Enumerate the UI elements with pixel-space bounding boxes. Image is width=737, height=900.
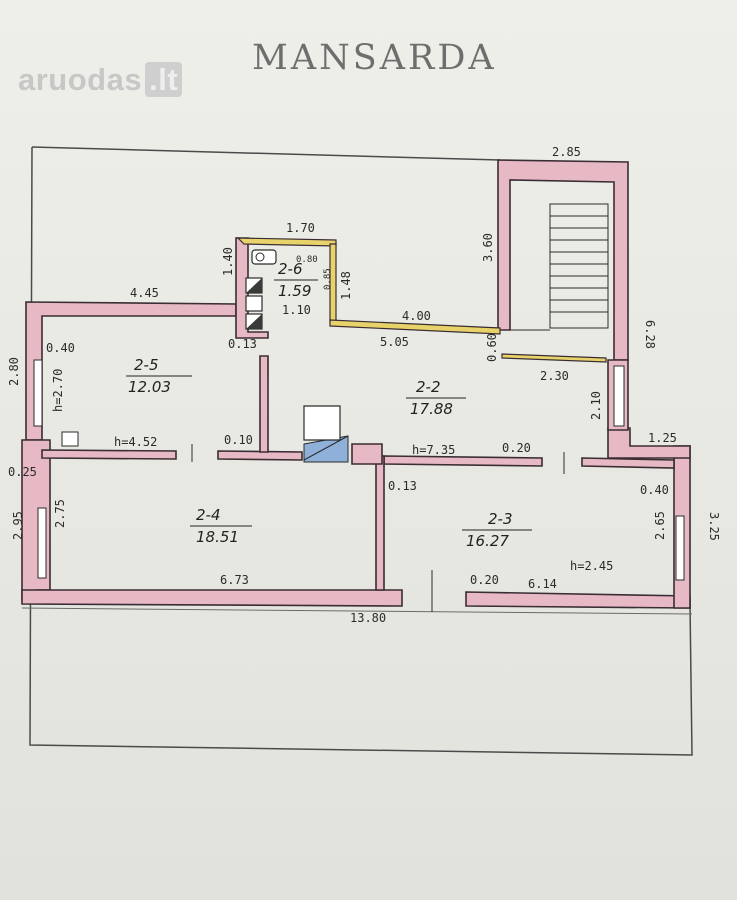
stair-landing-wall xyxy=(501,353,607,363)
bathroom-walls xyxy=(236,237,607,363)
window-right-mid xyxy=(613,365,625,427)
bottom-wall xyxy=(21,589,403,607)
dim-label: 0.20 xyxy=(470,573,499,587)
dim-label: 4.00 xyxy=(402,309,431,323)
middle-wall-left xyxy=(41,449,177,460)
dim-label: 2.30 xyxy=(540,369,569,383)
watermark-logo: aruodas.lt xyxy=(18,62,183,98)
dim-label: 5.05 xyxy=(380,335,409,349)
top-frame-line xyxy=(31,146,501,161)
bathroom-top-wall xyxy=(236,237,337,247)
base-line xyxy=(21,607,693,615)
bathroom-bottom-wall xyxy=(329,319,501,335)
dim-label: 6.28 xyxy=(643,320,657,349)
dim-label: 2.85 xyxy=(552,145,581,159)
dim-label: 0.60 xyxy=(485,333,499,362)
watermark-tld: .lt xyxy=(145,62,183,97)
room-2-6-code: 2-6 xyxy=(278,260,303,278)
bottom-right-wall xyxy=(465,591,691,609)
room-2-4-code: 2-4 xyxy=(196,506,221,524)
dim-label: 6.14 xyxy=(528,577,557,591)
middle-wall-far xyxy=(581,457,675,469)
dim-label: 0.85 xyxy=(323,268,333,290)
dim-label: 0.80 xyxy=(296,255,318,265)
room-labels: 2-5 12.03 2-2 17.88 2-4 18.51 2-3 16.27 … xyxy=(126,260,532,550)
room-2-5-wall xyxy=(259,355,269,453)
stove-body xyxy=(303,405,341,441)
dim-label: 2.75 xyxy=(53,499,67,528)
dim-label: 2.65 xyxy=(653,511,667,540)
walls xyxy=(21,159,691,609)
dim-label: 0.10 xyxy=(224,433,253,447)
room-2-2-area: 17.88 xyxy=(410,400,453,418)
dim-label: 3.60 xyxy=(481,233,495,262)
plan-title: MANSARDA xyxy=(252,38,497,78)
radiator-box xyxy=(61,431,79,447)
dim-label: 1.10 xyxy=(282,303,311,317)
room-2-3-area: 16.27 xyxy=(466,532,509,550)
flue-block xyxy=(351,443,383,465)
room-2-5-code: 2-5 xyxy=(134,356,159,374)
dim-label: h=2.45 xyxy=(570,559,613,573)
flue-hatch-3 xyxy=(246,314,262,329)
dim-label: 2.10 xyxy=(589,391,603,420)
dim-label: 0.20 xyxy=(502,441,531,455)
room-2-4-area: 18.51 xyxy=(196,528,239,546)
windows xyxy=(33,359,685,581)
dim-label: 4.45 xyxy=(130,286,159,300)
room-2-3-code: 2-3 xyxy=(488,510,513,528)
dim-label: 2.80 xyxy=(7,357,21,386)
dim-label: 1.25 xyxy=(648,431,677,445)
dim-label: 1.40 xyxy=(221,247,235,276)
staircase xyxy=(510,203,609,331)
stove-diagonal xyxy=(303,435,349,461)
flue-2 xyxy=(245,295,263,312)
dim-label: 0.25 xyxy=(8,465,37,479)
middle-wall-mid xyxy=(217,450,303,461)
room-2-2-code: 2-2 xyxy=(416,378,441,396)
dim-label: h=2.70 xyxy=(51,369,65,412)
dim-label: 1.70 xyxy=(286,221,315,235)
dimension-labels: 2.85 1.70 1.40 0.80 1.48 0.85 1.10 4.00 … xyxy=(7,145,721,625)
window-left-upper xyxy=(33,359,43,427)
dim-label: 13.80 xyxy=(350,611,386,625)
door-markers xyxy=(191,356,565,612)
room-2-5-area: 12.03 xyxy=(128,378,171,396)
middle-wall-right xyxy=(383,455,543,467)
dim-label: 0.13 xyxy=(228,337,257,351)
dim-label: 0.40 xyxy=(46,341,75,355)
dim-label: 2.95 xyxy=(11,511,25,540)
dim-label: 6.73 xyxy=(220,573,249,587)
stair-wall xyxy=(497,159,629,361)
dim-label: h=4.52 xyxy=(114,435,157,449)
watermark-brand: aruodas xyxy=(18,62,143,97)
dim-label: 3.25 xyxy=(707,512,721,541)
dim-label: 0.40 xyxy=(640,483,669,497)
toilet-bowl xyxy=(255,252,265,262)
dim-label: 1.48 xyxy=(339,271,353,300)
dim-label: h=7.35 xyxy=(412,443,455,457)
flue-hatch-1 xyxy=(246,278,262,293)
window-right-lower xyxy=(675,515,685,581)
window-left-lower xyxy=(37,507,47,579)
staircase-frame xyxy=(549,203,609,329)
partition-wall xyxy=(375,455,385,591)
room-2-6-area: 1.59 xyxy=(278,282,311,300)
dim-label: 0.13 xyxy=(388,479,417,493)
